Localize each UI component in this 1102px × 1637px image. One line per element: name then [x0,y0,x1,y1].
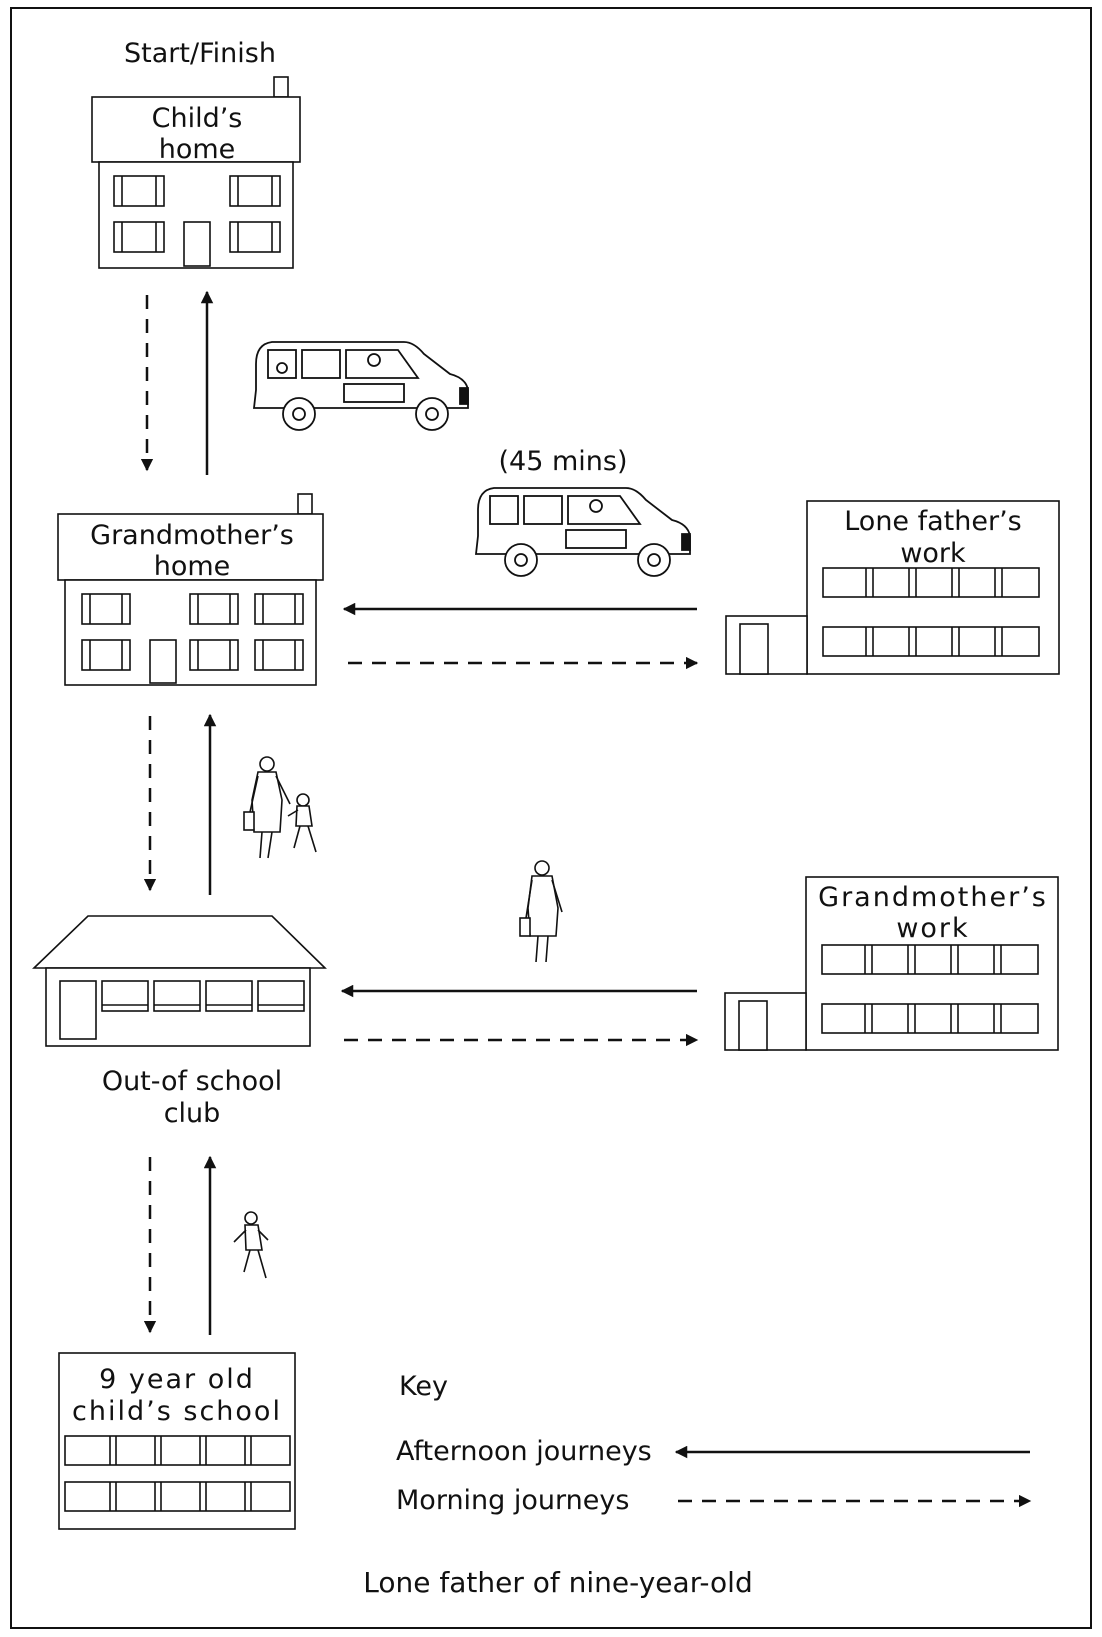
start-finish-label: Start/Finish [124,38,276,69]
childs-home-label-line1: Child’s [152,103,243,134]
lone-fathers-work-label-line1: Lone father’s [844,506,1022,537]
journey-duration-label: (45 mins) [499,446,628,477]
grandmothers-work-building [724,876,1059,1051]
out-of-school-club-building [32,915,327,1047]
woman-walking-icon [519,860,563,963]
child-walking-icon [233,1211,269,1279]
childs-school-label-line2: child’s school [72,1396,282,1427]
childs-school-label-line1: 9 year old [99,1364,255,1395]
key-heading: Key [399,1371,448,1402]
out-of-school-club-label-line2: club [164,1098,221,1129]
out-of-school-club-label-line1: Out-of school [102,1066,282,1097]
grandmothers-home-label-line1: Grandmother’s [90,520,294,551]
woman-and-child-walking-icon [243,756,317,859]
grandmothers-work-label-line2: work [896,913,969,944]
car-icon [474,487,691,577]
key-morning-label: Morning journeys [396,1485,629,1516]
lone-fathers-work-label-line2: work [900,538,966,569]
lone-fathers-work-building [725,500,1060,675]
key-afternoon-label: Afternoon journeys [396,1436,652,1467]
childs-school-building [58,1352,296,1530]
grandmothers-work-label-line1: Grandmother’s [818,882,1048,913]
car-icon [252,341,469,431]
grandmothers-home-building [57,493,324,686]
childs-home-building [91,76,301,269]
grandmothers-home-label-line2: home [154,551,231,582]
diagram-caption: Lone father of nine-year-old [363,1566,752,1599]
diagram-frame [10,7,1092,1629]
childs-home-label-line2: home [159,134,236,165]
